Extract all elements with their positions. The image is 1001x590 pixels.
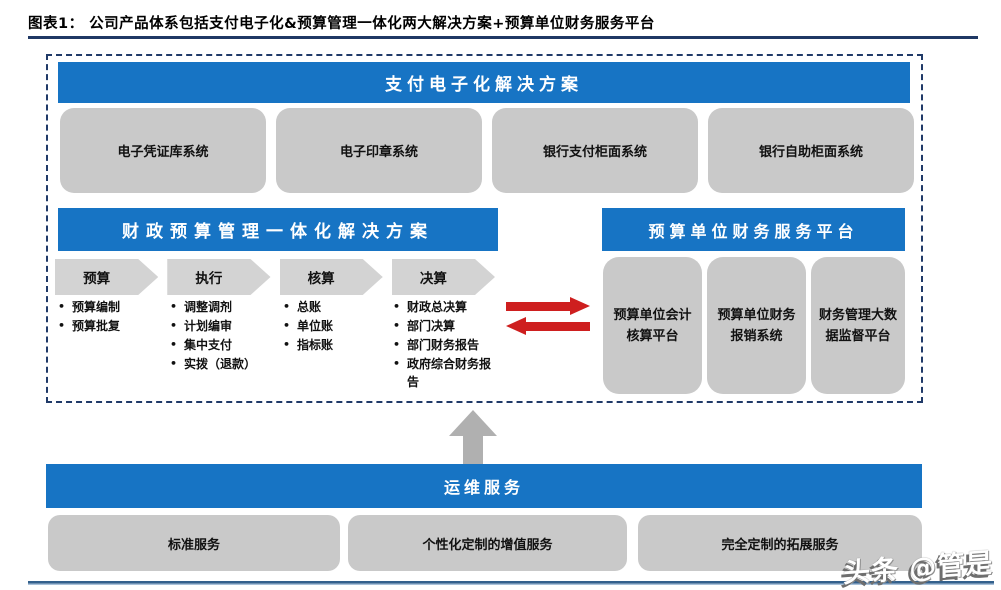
platform-header: 预算单位财务服务平台 bbox=[602, 208, 905, 251]
payment-box-bank-self-counter: 银行自助柜面系统 bbox=[708, 108, 914, 193]
list-item: •集中支付 bbox=[170, 338, 233, 352]
title-divider bbox=[28, 36, 978, 39]
bullet-icon: • bbox=[393, 338, 401, 351]
payment-box-bank-pay-counter: 银行支付柜面系统 bbox=[492, 108, 698, 193]
stage-label: 执行 bbox=[195, 271, 223, 287]
bullet-icon: • bbox=[393, 357, 401, 370]
stage-chevron-icon: 决算 bbox=[392, 259, 495, 295]
budget-solution-header: 财政预算管理一体化解决方案 bbox=[58, 208, 498, 251]
figure-title: 图表1： 公司产品体系包括支付电子化&预算管理一体化两大解决方案+预算单位财务服… bbox=[28, 16, 655, 32]
ops-service-header: 运维服务 bbox=[46, 464, 922, 508]
list-item: •政府综合财务报告 bbox=[393, 357, 492, 389]
platform-box-accounting: 预算单位会计核算平台 bbox=[603, 257, 702, 394]
list-item: •调整调剂 bbox=[170, 300, 233, 314]
bullet-icon: • bbox=[170, 338, 178, 351]
list-item: •部门决算 bbox=[393, 319, 456, 333]
right-arrow-icon bbox=[506, 297, 590, 315]
stage-chevron-icon: 执行 bbox=[167, 259, 270, 295]
bullet-icon: • bbox=[170, 319, 178, 332]
payment-box-eseal: 电子印章系统 bbox=[276, 108, 482, 193]
list-item: •计划编审 bbox=[170, 319, 233, 333]
bullet-icon: • bbox=[58, 319, 66, 332]
stage-label: 预算 bbox=[83, 271, 111, 287]
platform-box-reimbursement: 预算单位财务报销系统 bbox=[707, 257, 806, 394]
budget-stage-row: 预算 执行 核算 决算 bbox=[55, 259, 495, 295]
list-item: •实拨（退款） bbox=[170, 357, 257, 371]
stage-list-execution: •调整调剂 •计划编审 •集中支付 •实拨（退款） bbox=[170, 298, 282, 374]
stage-list-accounting: •总账 •单位账 •指标账 bbox=[283, 298, 383, 355]
bullet-icon: • bbox=[58, 300, 66, 313]
bottom-divider bbox=[28, 581, 994, 585]
stage-chevron-icon: 预算 bbox=[55, 259, 158, 295]
list-item: •预算批复 bbox=[58, 319, 121, 333]
stage-chevron-icon: 核算 bbox=[280, 259, 383, 295]
service-box-fully-customized: 完全定制的拓展服务 bbox=[638, 515, 922, 571]
list-item: •总账 bbox=[283, 300, 322, 314]
payment-box-evoucher: 电子凭证库系统 bbox=[60, 108, 266, 193]
exchange-arrows bbox=[506, 297, 590, 335]
stage-label: 核算 bbox=[307, 271, 335, 287]
list-item: •指标账 bbox=[283, 338, 334, 352]
left-arrow-icon bbox=[506, 317, 590, 335]
bullet-icon: • bbox=[393, 300, 401, 313]
stage-label: 决算 bbox=[419, 271, 447, 287]
stage-list-budget: •预算编制 •预算批复 bbox=[58, 298, 162, 336]
bullet-icon: • bbox=[283, 338, 291, 351]
list-item: •财政总决算 bbox=[393, 300, 468, 314]
list-item: •预算编制 bbox=[58, 300, 121, 314]
payment-solution-header: 支付电子化解决方案 bbox=[58, 62, 910, 103]
platform-box-bigdata-supervision: 财务管理大数据监督平台 bbox=[811, 257, 905, 394]
list-item: •单位账 bbox=[283, 319, 334, 333]
bullet-icon: • bbox=[283, 300, 291, 313]
bullet-icon: • bbox=[170, 300, 178, 313]
bullet-icon: • bbox=[283, 319, 291, 332]
bullet-icon: • bbox=[393, 319, 401, 332]
bullet-icon: • bbox=[170, 357, 178, 370]
list-item: •部门财务报告 bbox=[393, 338, 480, 352]
service-box-customized-value-added: 个性化定制的增值服务 bbox=[348, 515, 627, 571]
up-arrow-icon bbox=[449, 410, 497, 464]
service-box-standard: 标准服务 bbox=[48, 515, 340, 571]
stage-list-final-accounts: •财政总决算 •部门决算 •部门财务报告 •政府综合财务报告 bbox=[393, 298, 499, 392]
